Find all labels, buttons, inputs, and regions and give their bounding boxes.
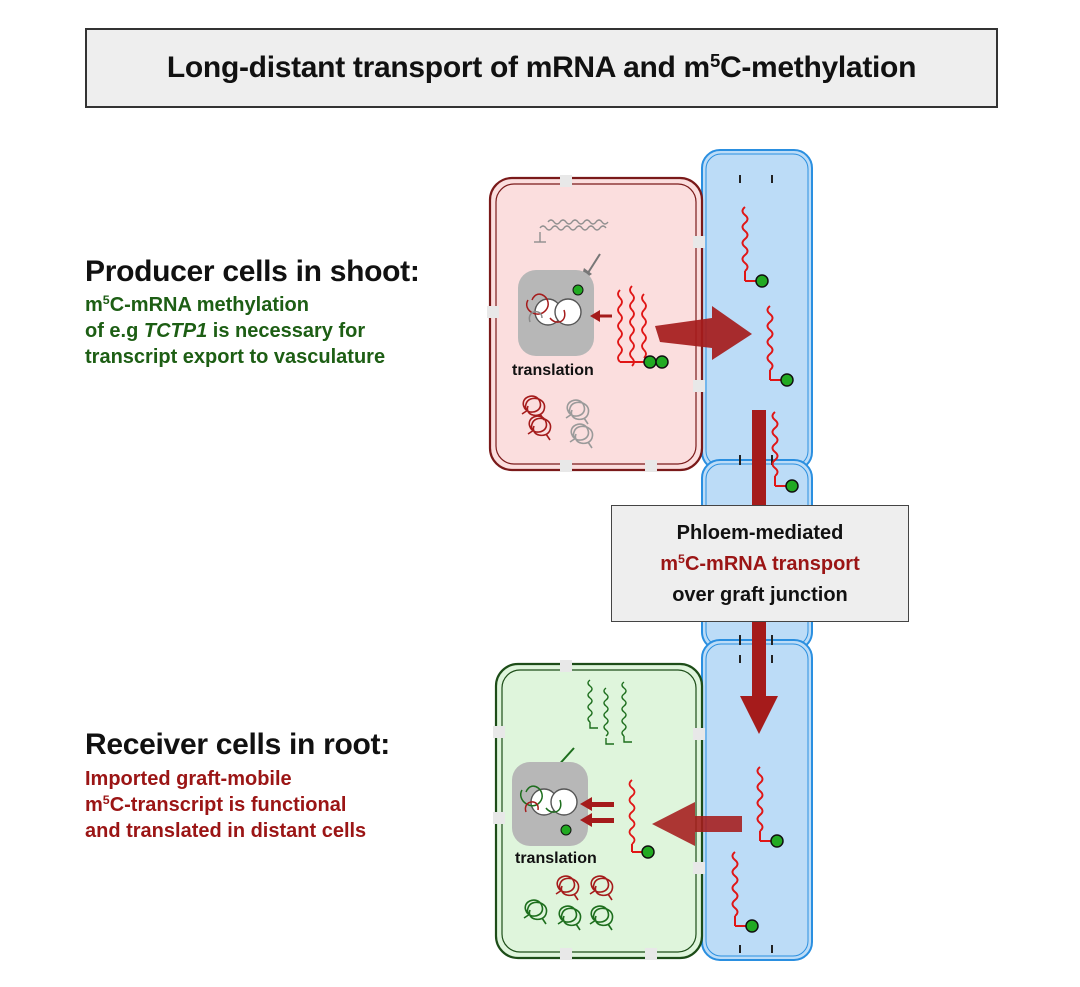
page-title: Long-distant transport of mRNA and m5C-m… <box>166 49 917 84</box>
producer-line-3: transcript export to vasculature <box>85 346 386 368</box>
producer-translation-label: translation <box>512 362 594 379</box>
mrna-bundle-producer <box>617 285 669 369</box>
cytoplasmic-mrna-green <box>587 679 632 745</box>
phloem-line-1: Phloem-mediated <box>676 522 844 544</box>
receiver-description: Imported graft-mobile m5C-transcript is … <box>85 766 366 844</box>
receiver-heading: Receiver cells in root: <box>85 728 390 761</box>
producer-description: m5C-mRNA methylation of e.g TCTP1 is nec… <box>85 292 385 370</box>
phloem-transport-arrow <box>740 410 778 734</box>
mrna-receiver-cell <box>628 779 655 859</box>
cytoplasmic-mrna-grey <box>539 219 609 231</box>
receiver-cell <box>493 660 705 960</box>
producer-cell <box>487 175 705 472</box>
producer-line-2: of e.g TCTP1 is necessary for <box>85 320 366 342</box>
phloem-line-3: over graft junction <box>672 584 848 606</box>
producer-heading: Producer cells in shoot: <box>85 255 420 288</box>
phloem-transport-box: Phloem-mediated m5C-mRNA transport over … <box>611 505 909 622</box>
receiver-line-2: m5C-transcript is functional <box>85 793 347 816</box>
receiver-translation-label: translation <box>515 850 597 867</box>
gene-name: TCTP1 <box>143 320 208 342</box>
import-arrow <box>652 802 742 846</box>
phloem-line-2: m5C-mRNA transport <box>660 552 860 575</box>
title-box: Long-distant transport of mRNA and m5C-m… <box>85 28 998 108</box>
receiver-line-3: and translated in distant cells <box>85 820 367 842</box>
producer-line-1: m5C-mRNA methylation <box>85 293 309 316</box>
receiver-line-1: Imported graft-mobile <box>85 768 292 790</box>
export-arrow <box>655 306 752 360</box>
